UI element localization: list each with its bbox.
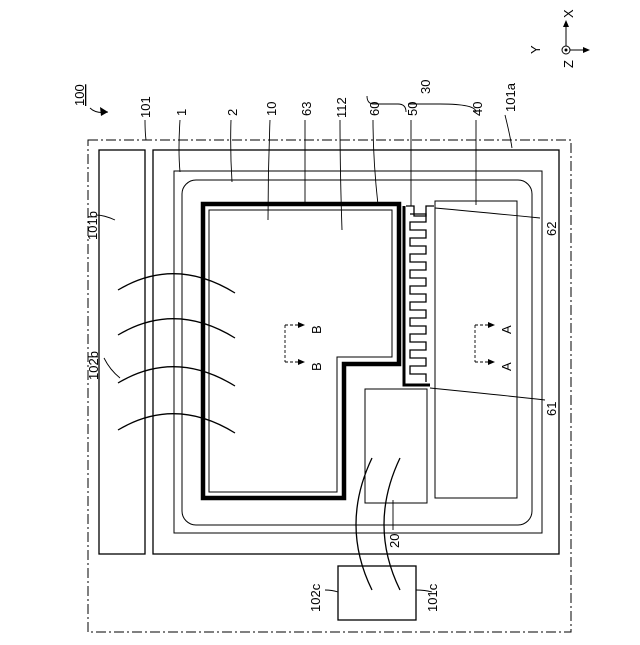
- label-102c: 102c: [308, 583, 323, 612]
- axis-label-z: Z: [561, 60, 576, 68]
- label-63: 63: [299, 102, 314, 116]
- region-101c-box: [338, 566, 416, 620]
- axis-label-y: Y: [528, 45, 543, 54]
- component-10-outline: [203, 204, 399, 498]
- label-1: 1: [174, 109, 189, 116]
- label-101b: 101b: [85, 211, 100, 240]
- meander-line-50: [410, 214, 426, 382]
- section-label-b-top: B: [309, 325, 324, 334]
- label-101: 101: [138, 96, 153, 118]
- section-b-marks: [285, 322, 305, 365]
- label-101c: 101c: [425, 583, 440, 612]
- axis-indicator: [562, 20, 590, 54]
- label-60: 60: [367, 102, 382, 116]
- section-label-b-bottom: B: [309, 362, 324, 371]
- label-61: 61: [544, 402, 559, 416]
- leader-lines: [90, 96, 545, 592]
- component-40-box: [435, 201, 517, 498]
- label-102b: 102b: [86, 351, 101, 380]
- label-20: 20: [387, 534, 402, 548]
- label-30: 30: [418, 80, 433, 94]
- component-2-frame: [182, 180, 532, 525]
- region-101a-box: [153, 150, 559, 554]
- wave-arcs-102b: [118, 274, 235, 433]
- axis-label-x: X: [561, 9, 576, 18]
- region-101b-bar: [99, 150, 145, 554]
- label-50: 50: [405, 102, 420, 116]
- section-label-a-bottom: A: [499, 362, 514, 371]
- label-2: 2: [225, 109, 240, 116]
- component-1-frame: [174, 171, 542, 533]
- label-40: 40: [470, 102, 485, 116]
- arrow-100: [100, 107, 108, 116]
- component-20-box: [365, 389, 427, 503]
- label-62: 62: [544, 222, 559, 236]
- label-10: 10: [264, 102, 279, 116]
- section-label-a-top: A: [499, 325, 514, 334]
- label-100: 100: [72, 84, 87, 106]
- label-101a: 101a: [503, 82, 518, 112]
- section-a-marks: [475, 322, 495, 365]
- label-112: 112: [334, 97, 349, 118]
